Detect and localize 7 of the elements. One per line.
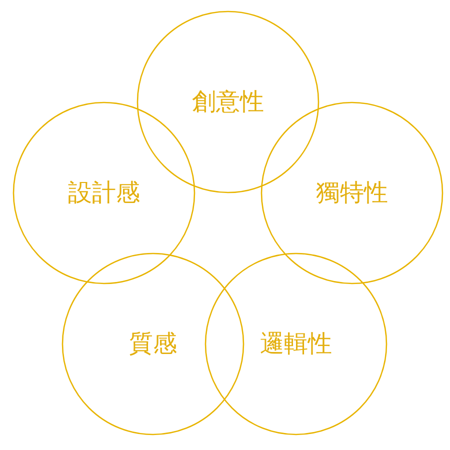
node-label: 創意性 bbox=[191, 88, 265, 116]
node-label: 質感 bbox=[128, 330, 178, 358]
circle-node bbox=[62, 253, 244, 435]
node-label: 邏輯性 bbox=[259, 330, 333, 358]
circle-node bbox=[205, 253, 387, 435]
node-label: 獨特性 bbox=[315, 178, 389, 208]
node-label: 設計感 bbox=[67, 178, 141, 208]
